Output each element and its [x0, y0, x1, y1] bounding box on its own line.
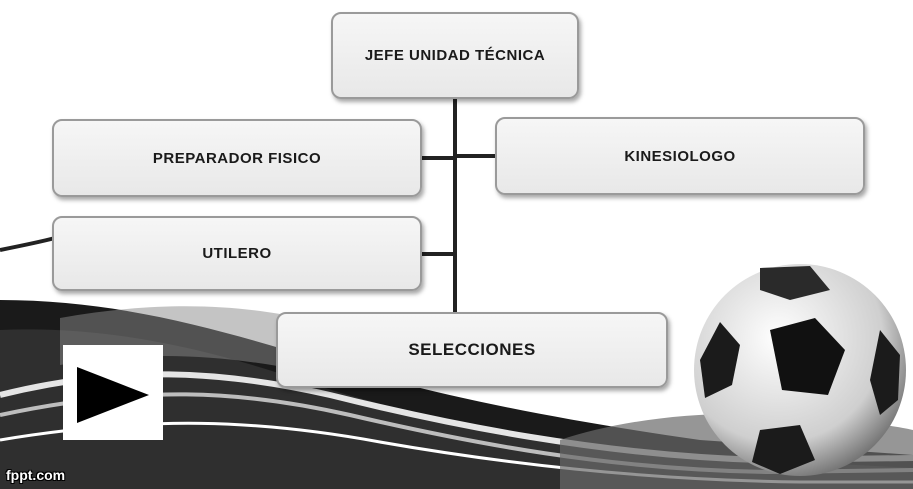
org-node-utilero: UTILERO — [52, 216, 422, 291]
decorative-line — [0, 236, 56, 252]
play-button[interactable] — [63, 345, 163, 440]
soccer-ball-icon — [694, 264, 906, 476]
org-node-label: KINESIOLOGO — [624, 147, 736, 165]
org-node-jefe-unidad-tecnica: JEFE UNIDAD TÉCNICA — [331, 12, 579, 99]
play-icon — [77, 367, 149, 423]
org-node-label: PREPARADOR FISICO — [152, 149, 322, 167]
watermark-text: fppt.com — [6, 467, 66, 483]
connector-lines — [422, 99, 495, 314]
org-node-preparador-fisico: PREPARADOR FISICO — [52, 119, 422, 197]
org-node-selecciones: SELECCIONES — [276, 312, 668, 388]
org-node-label: JEFE UNIDAD TÉCNICA — [364, 47, 546, 64]
org-node-label: UTILERO — [202, 245, 272, 262]
grey-wave — [0, 329, 913, 489]
org-node-label: SELECCIONES — [408, 340, 536, 359]
org-node-kinesiologo: KINESIOLOGO — [495, 117, 865, 195]
